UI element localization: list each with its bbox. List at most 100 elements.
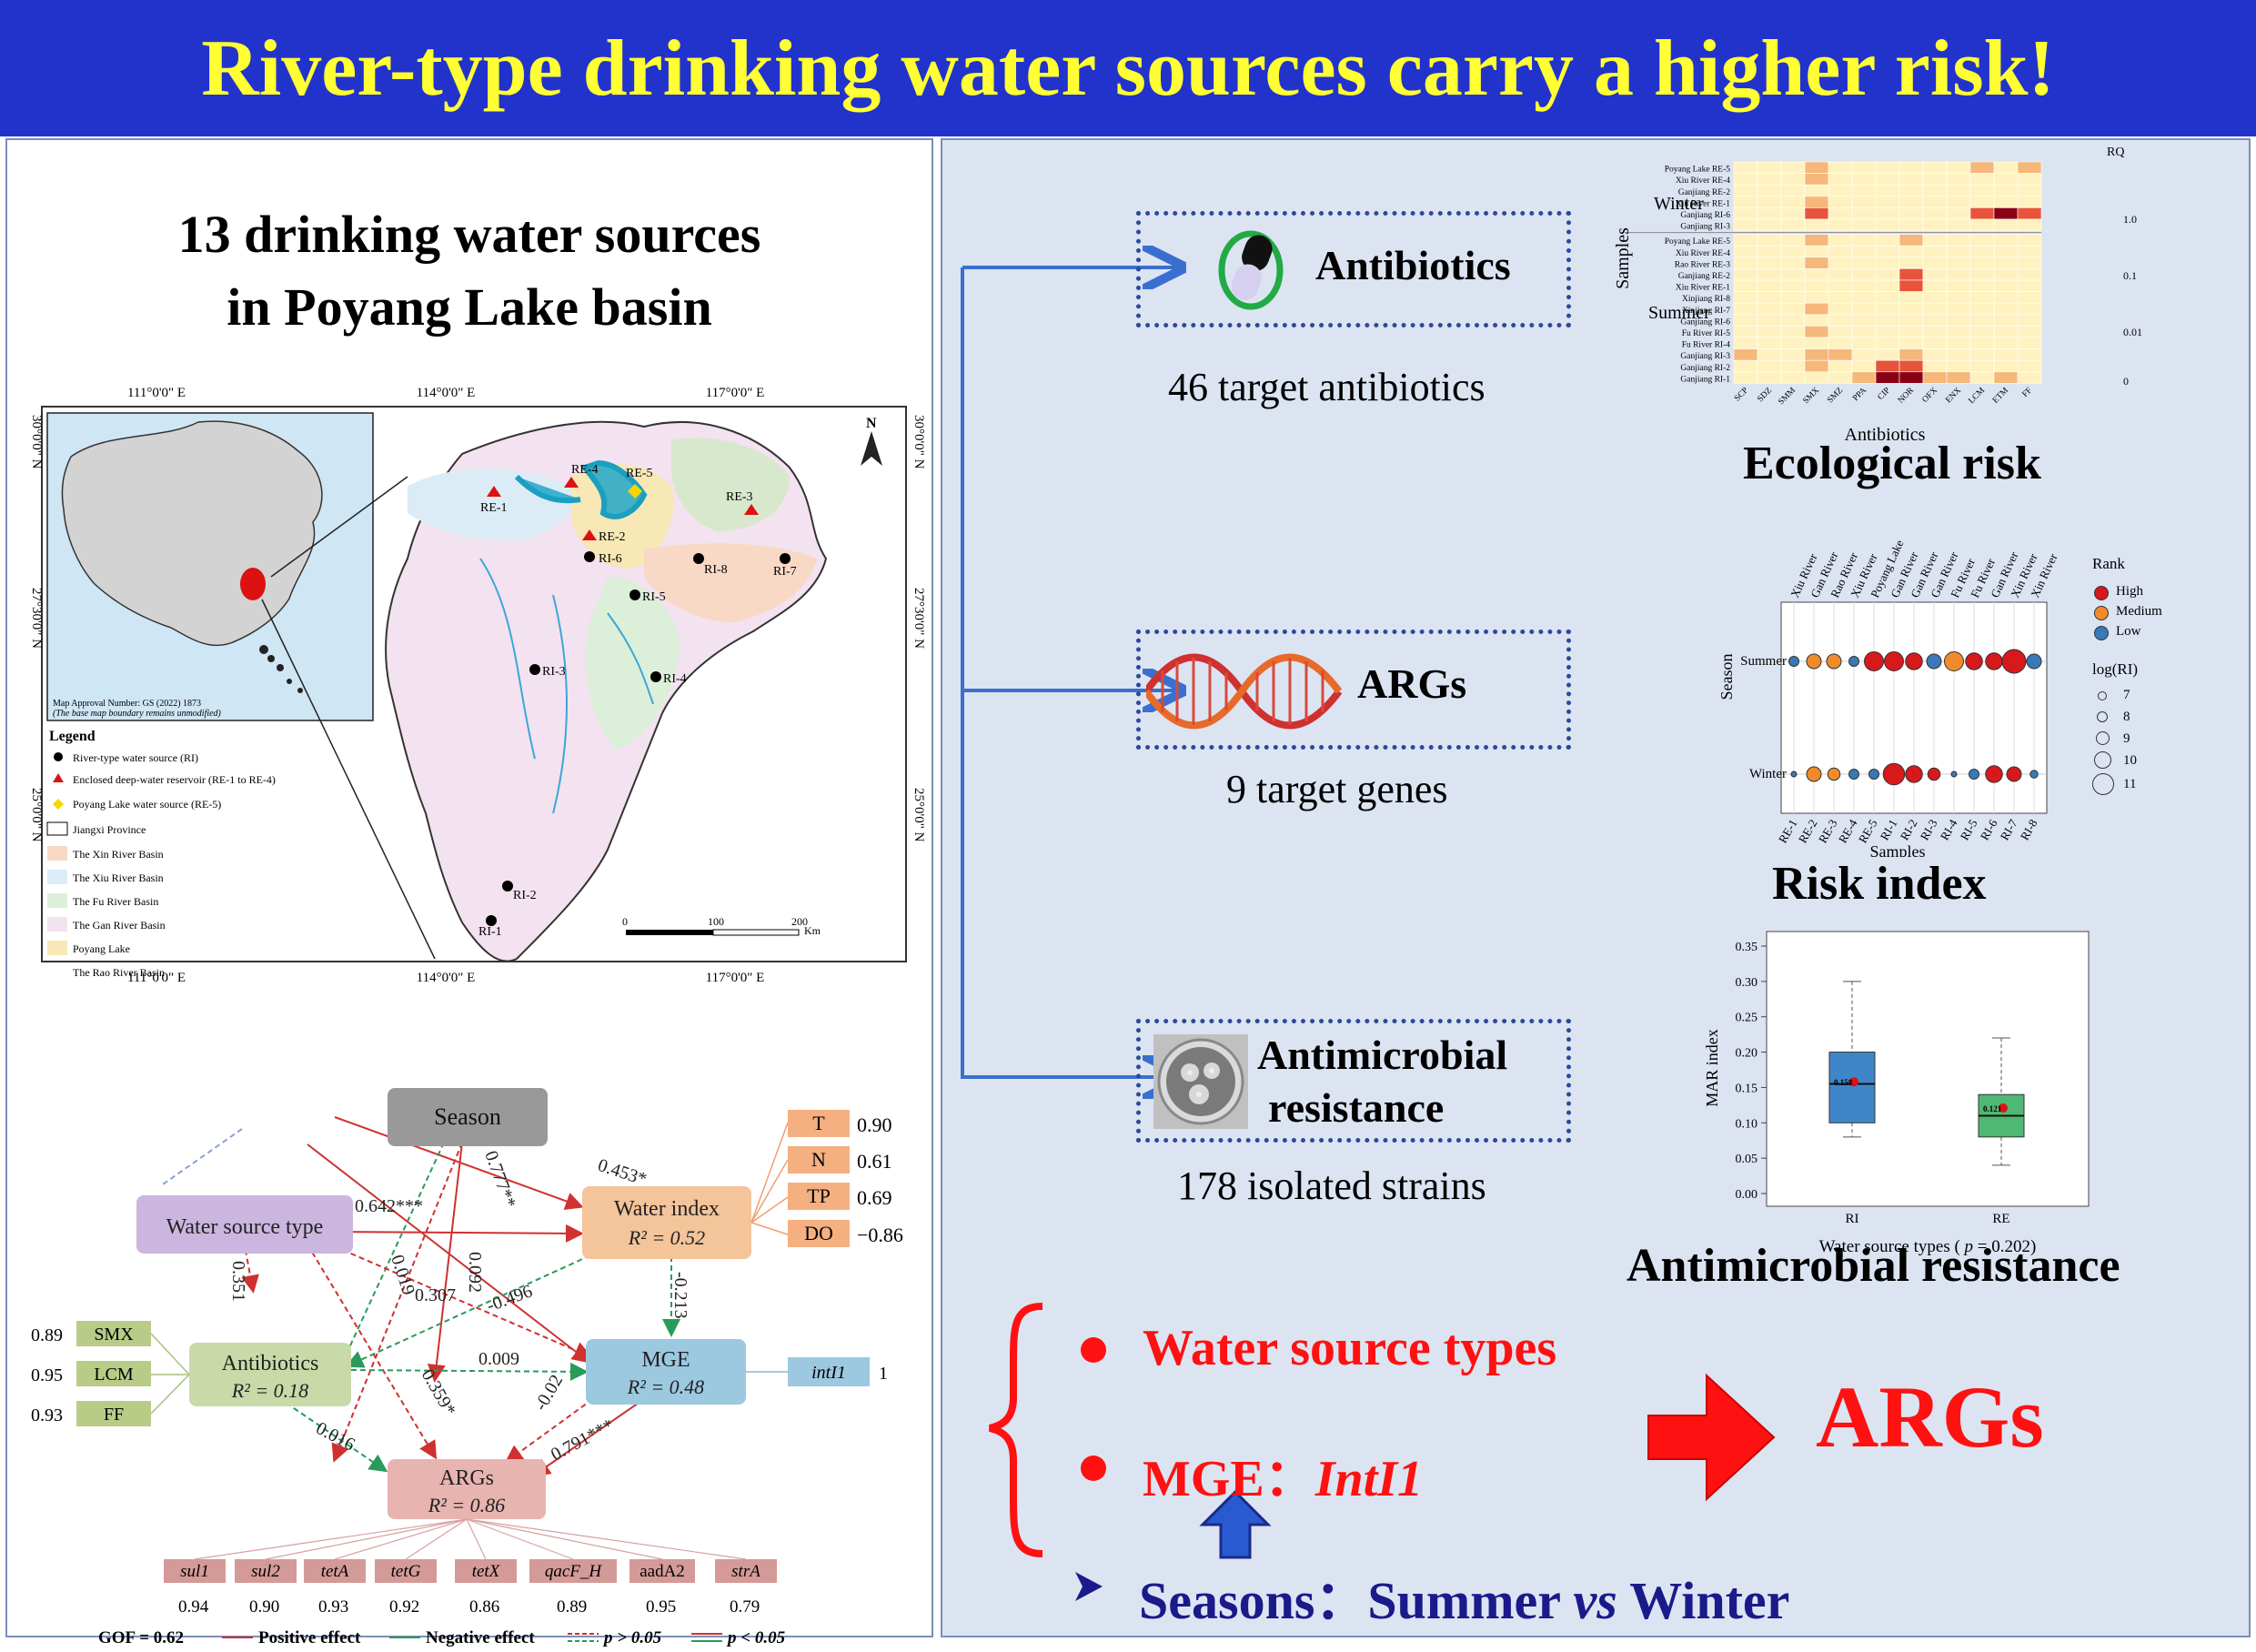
basin-map: 111°0'0" E 114°0'0" E 117°0'0" E 111°0'0… — [29, 386, 926, 985]
heatmap-cell — [1851, 207, 1877, 220]
heatmap-cell — [1946, 326, 1971, 338]
heatmap-cell — [1804, 173, 1829, 186]
heatmap-cell — [1851, 291, 1877, 304]
heatmap-cell — [1757, 326, 1782, 338]
heatmap-cell — [1898, 359, 1924, 373]
risk-bubble-winter — [1927, 767, 1941, 781]
heatmap-cell — [1875, 348, 1900, 361]
heatmap-cell — [1851, 245, 1877, 258]
mar-mean-point — [1849, 1077, 1858, 1087]
dna-icon — [1146, 653, 1343, 730]
heatmap-cell — [1922, 268, 1948, 281]
heatmap-cell — [1851, 359, 1877, 373]
heatmap-cell — [1757, 218, 1782, 231]
risk-sample-label: RI-7 — [1998, 817, 2020, 843]
curly-brace — [988, 1303, 1043, 1557]
heatmap-cell — [1733, 196, 1758, 208]
heatmap-cell — [1969, 161, 1995, 174]
heatmap-cell — [2017, 348, 2042, 361]
heatmap-cell — [1780, 196, 1806, 208]
heatmap-cell — [1946, 302, 1971, 316]
heatmap-cell — [1851, 161, 1877, 174]
risk-sample-label: RI-2 — [1898, 817, 1920, 842]
heatmap-col-label: SDZ — [1756, 386, 1774, 404]
risk-sample-label: RE-2 — [1796, 817, 1820, 845]
heatmap-cell — [1898, 302, 1924, 316]
heatmap-cell — [1828, 314, 1853, 327]
site-ri6 — [584, 551, 595, 562]
rao-basin — [671, 438, 790, 531]
heatmap-cell — [1993, 279, 2019, 292]
svg-text:p < 0.05: p < 0.05 — [726, 1628, 786, 1647]
heatmap-cell — [1969, 302, 1995, 316]
heatmap-cell — [1875, 359, 1900, 373]
heatmap-col-label: FF — [2021, 386, 2035, 399]
heatmap-cell — [1804, 314, 1829, 327]
lon-tick-1: 111°0'0" E — [127, 386, 186, 400]
heatmap-cell — [1898, 218, 1924, 231]
risk-bubble-winter — [2029, 770, 2039, 779]
svg-text:Poyang Lake: Poyang Lake — [73, 942, 130, 955]
heatmap-cell — [1733, 234, 1758, 247]
amr-box: Antimicrobial resistance — [1136, 1019, 1571, 1143]
heatmap-cell — [1993, 268, 2019, 281]
svg-text:N: N — [866, 416, 877, 431]
heatmap-legend-title: RQ — [2107, 146, 2125, 159]
heatmap-cell — [1851, 173, 1877, 186]
heatmap-row-label: Ganjiang RI-6 — [1680, 211, 1730, 220]
heatmap-cell — [1780, 348, 1806, 361]
heatmap-cell — [1875, 326, 1900, 338]
heatmap-cell — [1780, 279, 1806, 292]
lon-tick-b2: 114°0'0" E — [417, 971, 476, 985]
svg-text:-0.213: -0.213 — [670, 1272, 690, 1319]
site-label-re2: RE-2 — [599, 530, 626, 544]
heatmap-row-label: Xinjiang RI-8 — [1682, 295, 1730, 304]
site-label-re1: RE-1 — [480, 501, 508, 515]
heatmap-cell — [2017, 234, 2042, 247]
heatmap-cell — [1851, 337, 1877, 349]
heatmap-cell — [1780, 184, 1806, 197]
rank-high-swatch — [2094, 586, 2109, 600]
site-label-re3: RE-3 — [726, 490, 753, 504]
svg-text:R² = 0.52: R² = 0.52 — [628, 1226, 705, 1249]
heatmap-cell — [2017, 173, 2042, 186]
heatmap-row-label: Fu River RI-4 — [1682, 341, 1731, 350]
lat-tick-r3: 25°0'0" N — [911, 788, 926, 842]
svg-text:0.092: 0.092 — [465, 1252, 485, 1293]
conclusion-seasons: Seasons：Summer vs Winter — [1139, 1571, 1790, 1630]
heatmap-cell — [1757, 348, 1782, 361]
heatmap-row-label: Xiu River RE-4 — [1676, 176, 1730, 186]
heatmap-cell — [1733, 326, 1758, 338]
heatmap-cell — [1733, 207, 1758, 220]
site-label-ri2: RI-2 — [513, 889, 537, 902]
heatmap-cell — [2017, 302, 2042, 316]
heatmap-cell — [1780, 314, 1806, 327]
svg-text:1: 1 — [879, 1364, 888, 1384]
heatmap-cell — [1946, 314, 1971, 327]
svg-text:R² = 0.18: R² = 0.18 — [231, 1379, 308, 1402]
heatmap-cell — [1946, 245, 1971, 258]
arg-indicators: sul1 sul2 tetA tetG tetX qacF_H aadA2 st… — [164, 1518, 777, 1583]
mar-ylabel: MAR index — [1703, 1029, 1721, 1107]
site-ri7 — [780, 553, 791, 564]
svg-text:Poyang Lake water source (RE-5: Poyang Lake water source (RE-5) — [73, 798, 221, 811]
risk-bubble-winter — [1969, 769, 1979, 780]
conclusion-item-1: Water source types — [1143, 1320, 1557, 1376]
map-title-line2: in Poyang Lake basin — [227, 277, 712, 337]
svg-text:Legend: Legend — [49, 729, 96, 744]
svg-text:T: T — [812, 1112, 825, 1134]
heatmap-cell — [1828, 268, 1853, 281]
risk-bubble-summer — [1944, 651, 1964, 671]
lat-tick-r1: 30°0'0" N — [911, 415, 926, 469]
jiangxi-highlight — [240, 568, 266, 600]
heatmap-cell — [1969, 245, 1995, 258]
heatmap-row-label: Ganjiang RE-2 — [1678, 272, 1731, 281]
chevron-bullet-icon — [1075, 1572, 1103, 1601]
heatmap-cell — [1969, 218, 1995, 231]
svg-text:tetX: tetX — [472, 1562, 501, 1581]
mar-ytick-label: 0.05 — [1736, 1153, 1758, 1166]
boundary-note: (The base map boundary remains unmodifie… — [53, 709, 222, 719]
heatmap-row-label: Xiu River RE-4 — [1676, 249, 1730, 258]
svg-text:The Xiu River Basin: The Xiu River Basin — [73, 871, 164, 884]
heatmap-cell — [1875, 207, 1900, 220]
